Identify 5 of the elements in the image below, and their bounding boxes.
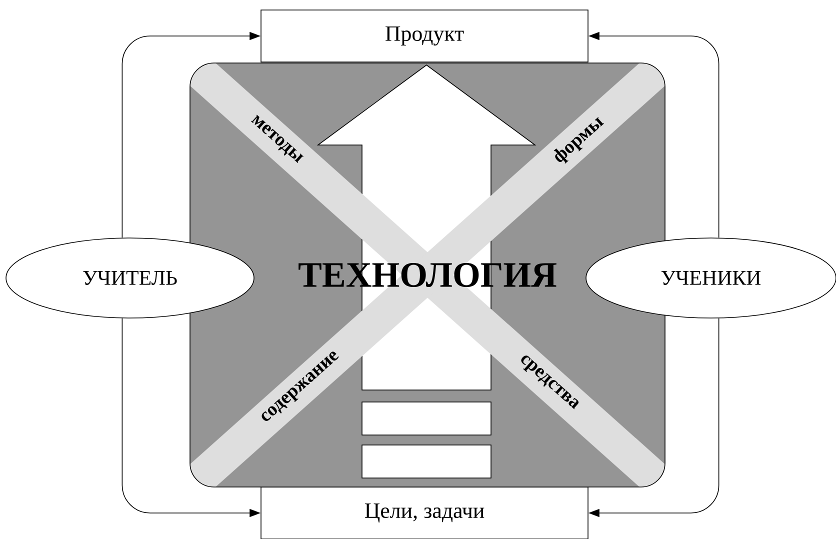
empty-box: [362, 402, 492, 436]
empty-box: [362, 444, 492, 478]
goals-box: Цели, задачи: [260, 486, 588, 539]
block-arrow: [316, 64, 536, 390]
product-box: Продукт: [260, 10, 588, 62]
